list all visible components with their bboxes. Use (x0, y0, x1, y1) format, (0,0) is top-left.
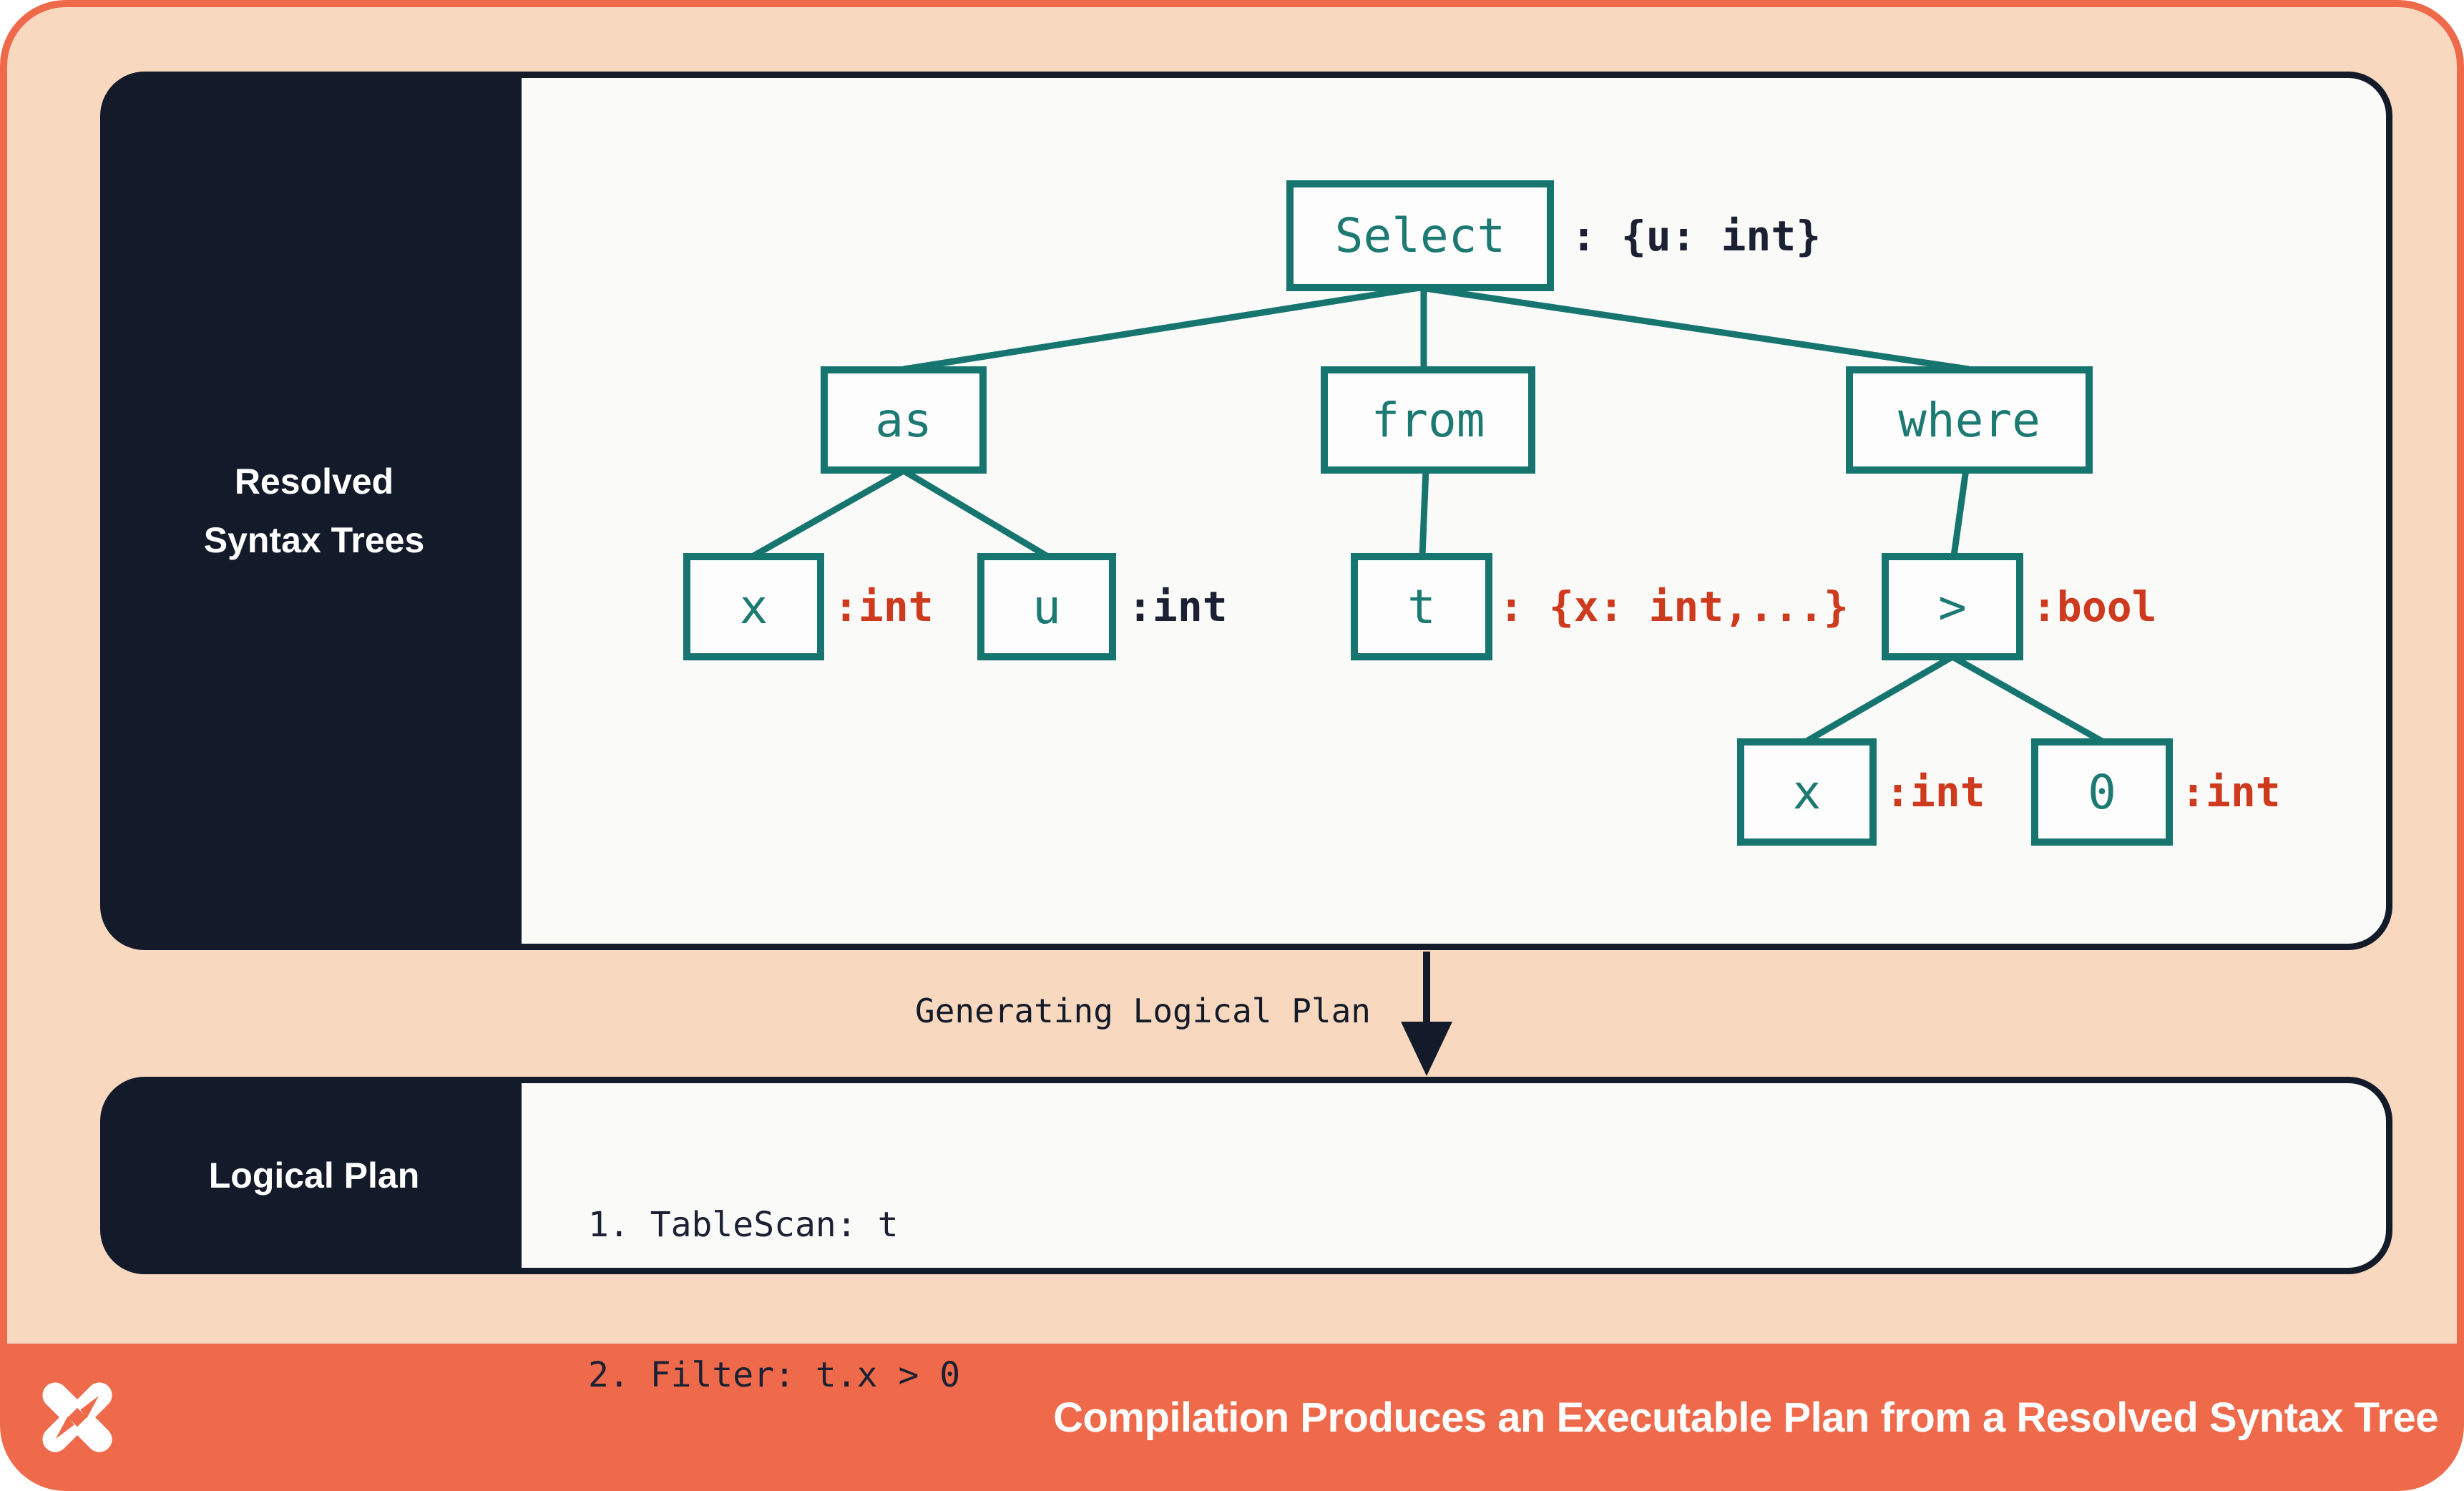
tree-node-from: from (1321, 366, 1535, 474)
transition-label: Generating Logical Plan (915, 992, 1371, 1030)
tree-node-t: t (1351, 553, 1492, 660)
tree-node-label: > (1938, 579, 1967, 635)
type-annotation-t: : {x: int,...} (1499, 582, 1849, 631)
tree-node-label: x (1792, 764, 1822, 820)
logical-plan-sidebar: Logical Plan (107, 1083, 522, 1268)
type-annotation-x2: :int (1885, 768, 1985, 816)
tree-node-label: u (1032, 579, 1061, 635)
sidebar-label-line1: Resolved (234, 461, 394, 502)
resolved-syntax-trees-panel: Resolved Syntax Trees (100, 72, 2392, 950)
tree-node-label: 0 (2088, 764, 2116, 820)
sidebar-label-line2: Syntax Trees (203, 520, 425, 560)
tree-node-label: Select (1334, 208, 1506, 263)
tree-node-as: as (821, 366, 987, 474)
footer-title: Compilation Produces an Executable Plan … (1053, 1394, 2438, 1441)
type-annotation-select: : {u: int} (1571, 211, 1822, 260)
tree-node-label: as (875, 392, 932, 448)
resolved-syntax-trees-sidebar: Resolved Syntax Trees (107, 78, 522, 944)
tree-node-label: x (739, 579, 768, 635)
plan-step: 2. Filter: t.x > 0 (588, 1355, 961, 1395)
x-pinwheel-logo-icon (42, 1382, 112, 1452)
type-annotation-x1: :int (833, 582, 934, 631)
type-annotation-u: :int (1128, 582, 1228, 631)
tree-node-select: Select (1286, 180, 1554, 291)
sidebar-label: Logical Plan (208, 1155, 420, 1196)
type-annotation-gt: :bool (2032, 582, 2157, 631)
tree-node-x1: x (683, 553, 824, 660)
tree-node-u: u (977, 553, 1116, 660)
footer-bar: Compilation Produces an Executable Plan … (0, 1344, 2464, 1491)
tree-node-gt: > (1882, 553, 2023, 660)
logical-plan-panel: Logical Plan (100, 1077, 2392, 1274)
tree-node-label: where (1898, 392, 2040, 448)
type-annotation-zero: :int (2181, 768, 2281, 816)
tree-node-x2: x (1737, 738, 1877, 846)
tree-node-where: where (1846, 366, 2093, 474)
tree-node-label: from (1371, 392, 1485, 448)
logical-plan-steps: 1. TableScan: t 2. Filter: t.x > 0 3. Pr… (588, 1100, 1064, 1491)
tree-node-label: t (1407, 579, 1436, 635)
tree-node-zero: 0 (2031, 738, 2173, 846)
plan-step: 1. TableScan: t (588, 1205, 899, 1245)
